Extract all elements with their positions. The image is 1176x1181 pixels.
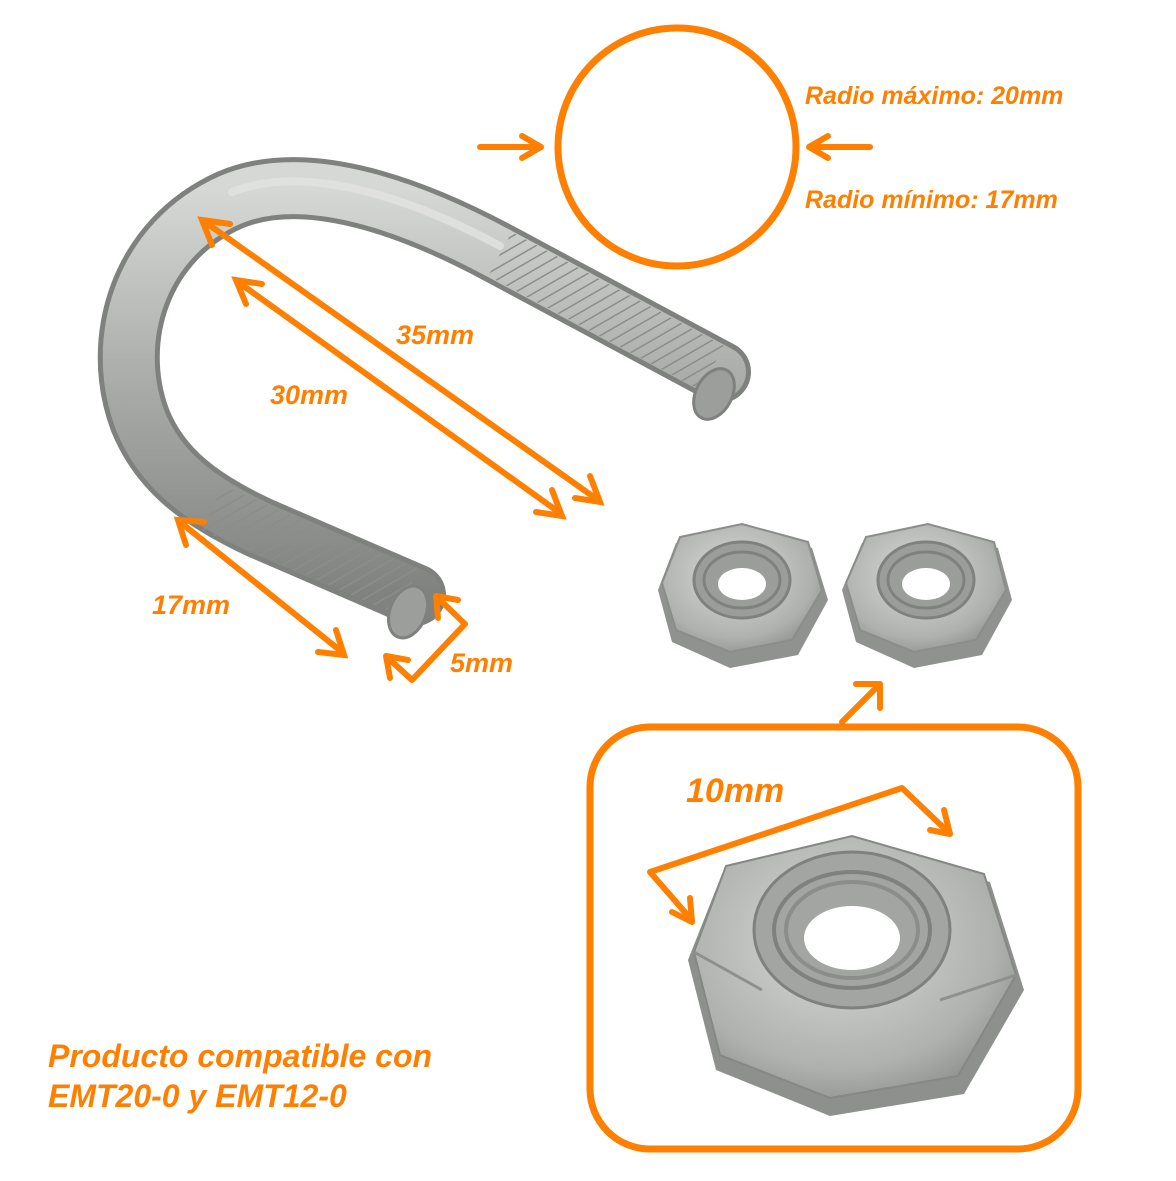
nut-size-label: 10mm bbox=[686, 772, 785, 810]
dim-arrow-35mm bbox=[197, 216, 605, 506]
dim-arrow-17mm bbox=[173, 516, 349, 659]
inner-length-label: 30mm bbox=[270, 380, 349, 410]
u-bolt bbox=[97, 157, 751, 640]
rod-diameter-label: 5mm bbox=[450, 648, 514, 678]
compatibility-line-1: Producto compatible con bbox=[48, 1038, 433, 1074]
arrow-left-icon bbox=[477, 133, 544, 161]
zoom-pointer-arrow-icon bbox=[839, 681, 883, 725]
radius-indicator bbox=[477, 24, 873, 270]
arrow-right-icon bbox=[806, 133, 873, 161]
nut-right bbox=[842, 522, 1012, 668]
threaded-end-lower bbox=[202, 485, 418, 615]
dim-arrow-5mm bbox=[383, 593, 468, 683]
compatibility-line-2: EMT20-0 y EMT12-0 bbox=[48, 1078, 347, 1114]
nut-left bbox=[658, 522, 828, 668]
compatibility-note: Producto compatible con EMT20-0 y EMT12-… bbox=[48, 1036, 568, 1116]
dim-arrow-10mm bbox=[647, 785, 953, 925]
detail-frame bbox=[586, 723, 1082, 1153]
thread-length-label: 17mm bbox=[152, 590, 231, 620]
threaded-end-upper bbox=[488, 231, 724, 391]
dim-arrow-30mm bbox=[231, 276, 567, 520]
nut-detail-box bbox=[586, 723, 1082, 1153]
min-radius-label: Radio mínimo: 17mm bbox=[805, 186, 1058, 214]
nut-detail bbox=[688, 834, 1024, 1116]
max-radius-label: Radio máximo: 20mm bbox=[805, 82, 1064, 110]
pipe-radius-circle bbox=[554, 24, 800, 270]
outer-length-label: 35mm bbox=[396, 320, 475, 350]
